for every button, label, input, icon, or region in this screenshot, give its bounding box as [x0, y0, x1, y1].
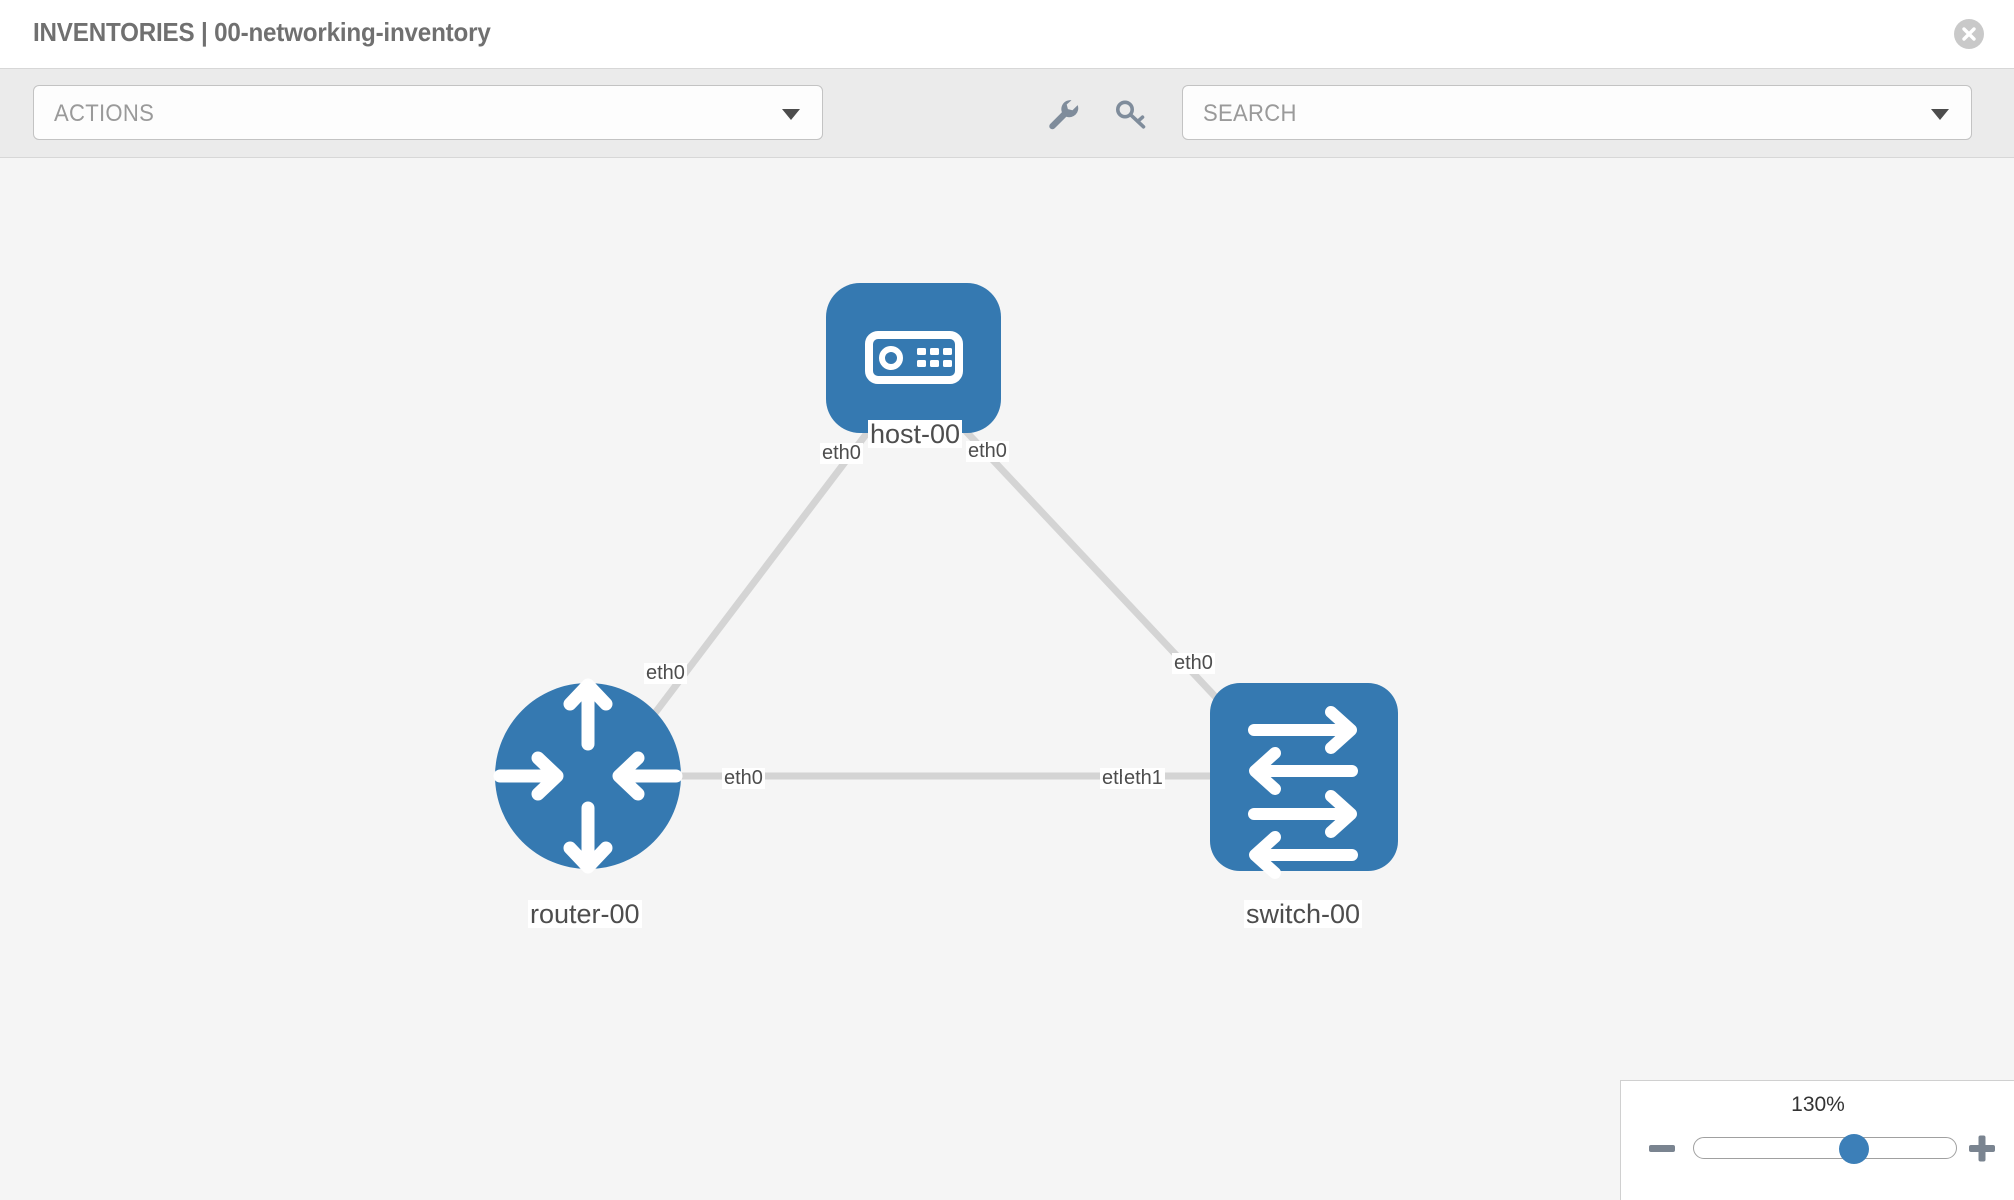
iface-label-switch00-eth0: eth0 [1172, 652, 1215, 674]
zoom-slider-track[interactable] [1693, 1134, 1957, 1164]
actions-dropdown[interactable]: ACTIONS [33, 85, 823, 140]
iface-label-host00-eth0-left: eth0 [820, 442, 863, 464]
actions-label: ACTIONS [54, 100, 155, 127]
toolbar: ACTIONS SEARCH [0, 68, 2014, 158]
chevron-down-icon [782, 108, 800, 120]
zoom-level-label: 130% [1791, 1093, 1845, 1116]
node-router-00[interactable] [493, 678, 683, 874]
chevron-down-icon[interactable] [1931, 108, 1949, 120]
link-host00-switch00[interactable] [941, 405, 1259, 743]
search-placeholder: SEARCH [1203, 100, 1297, 127]
iface-label-host00-eth0-right: eth0 [966, 440, 1009, 462]
node-label-switch-00: switch-00 [1244, 899, 1363, 929]
iface-label-router00-eth0: eth0 [722, 767, 765, 789]
topology-graph [493, 283, 1398, 879]
minus-icon[interactable] [1645, 1131, 1679, 1165]
zoom-slider-row [1621, 1129, 2014, 1169]
link-host00-router00[interactable] [627, 405, 889, 749]
zoom-control-panel: 130% [1620, 1080, 2014, 1200]
node-switch-00[interactable] [1210, 683, 1398, 879]
topology-canvas[interactable]: host-00 eth0 eth0 router-00 eth0 eth0 sw… [0, 158, 2014, 1200]
plus-icon[interactable] [1965, 1131, 1999, 1165]
wrench-icon[interactable] [1043, 94, 1083, 134]
zoom-slider-thumb[interactable] [1839, 1134, 1870, 1164]
iface-label-switch00-eth1: eth1 [1122, 767, 1165, 789]
search-input[interactable]: SEARCH [1182, 85, 1972, 140]
node-label-host-00: host-00 [868, 419, 963, 449]
page-header: INVENTORIES | 00-networking-inventory [0, 0, 2014, 68]
link-group [627, 405, 1259, 780]
page-title: INVENTORIES | 00-networking-inventory [33, 17, 491, 47]
node-host-00[interactable] [826, 283, 1001, 433]
key-icon[interactable] [1111, 94, 1151, 134]
node-label-router-00: router-00 [528, 899, 642, 929]
close-icon[interactable] [1954, 19, 1984, 49]
port-group [641, 389, 1277, 797]
iface-label-router00-eth0-up: eth0 [644, 662, 687, 684]
